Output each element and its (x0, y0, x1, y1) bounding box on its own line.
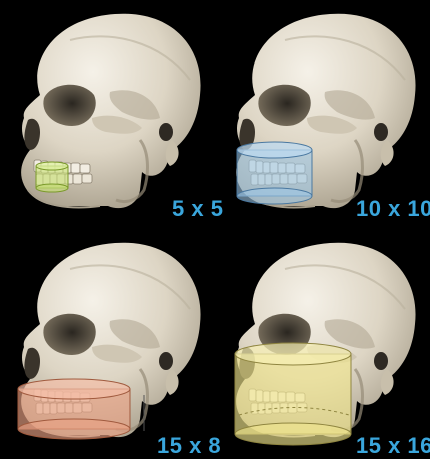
skull-panel-15x8: 15 x 8 (0, 229, 215, 458)
fov-cylinder (237, 142, 312, 204)
skull-panel-15x16: 15 x 16 (215, 229, 430, 458)
skull-illustration (0, 229, 215, 458)
fov-size-label: 15 x 8 (157, 433, 221, 459)
fov-cylinder (36, 162, 68, 192)
skull-illustration (215, 229, 430, 458)
fov-cylinder (18, 379, 144, 439)
skull-panel-10x10: 10 x 10 (215, 0, 430, 229)
skull-illustration (215, 0, 430, 229)
fov-cylinder (235, 343, 351, 445)
skull-illustration (0, 0, 215, 229)
fov-size-label: 10 x 10 (356, 196, 430, 222)
skull-panel-5x5: 5 x 5 (0, 0, 215, 229)
fov-size-label: 15 x 16 (356, 433, 430, 459)
